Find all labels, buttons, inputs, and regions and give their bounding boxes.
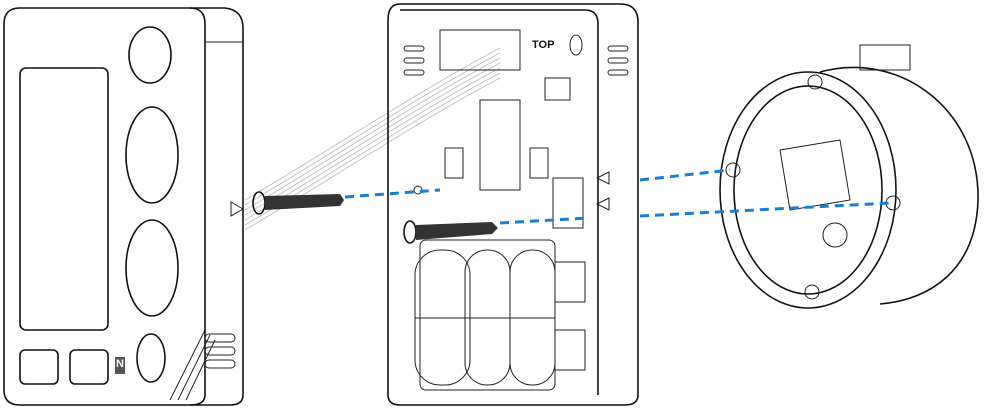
button-up[interactable]	[125, 106, 179, 204]
guide-line	[344, 188, 441, 199]
mounting-screw	[252, 191, 344, 215]
display-screen	[19, 67, 109, 331]
vent-slots	[204, 333, 236, 369]
top-label: TOP	[532, 39, 554, 51]
n-badge	[115, 357, 125, 374]
arrow-marker-icon	[595, 171, 610, 185]
wall-junction-box	[719, 44, 979, 309]
alignment-guides	[344, 168, 891, 225]
ribbon-cable	[244, 47, 501, 231]
guide-line	[639, 201, 891, 218]
n-label: N	[116, 358, 124, 370]
guide-line	[639, 168, 731, 182]
guide-line	[499, 216, 589, 225]
button-down[interactable]	[125, 219, 179, 317]
button-left[interactable]	[19, 349, 59, 385]
mounting-screw	[403, 220, 498, 244]
button-top[interactable]	[128, 26, 172, 84]
thermostat-back-plate: TOP	[387, 3, 639, 406]
arrow-marker-icon	[595, 197, 610, 211]
arrow-marker-icon	[230, 201, 244, 217]
button-small[interactable]	[136, 333, 166, 383]
thermostat-front-panel	[3, 7, 244, 406]
button-mid[interactable]	[69, 349, 109, 385]
